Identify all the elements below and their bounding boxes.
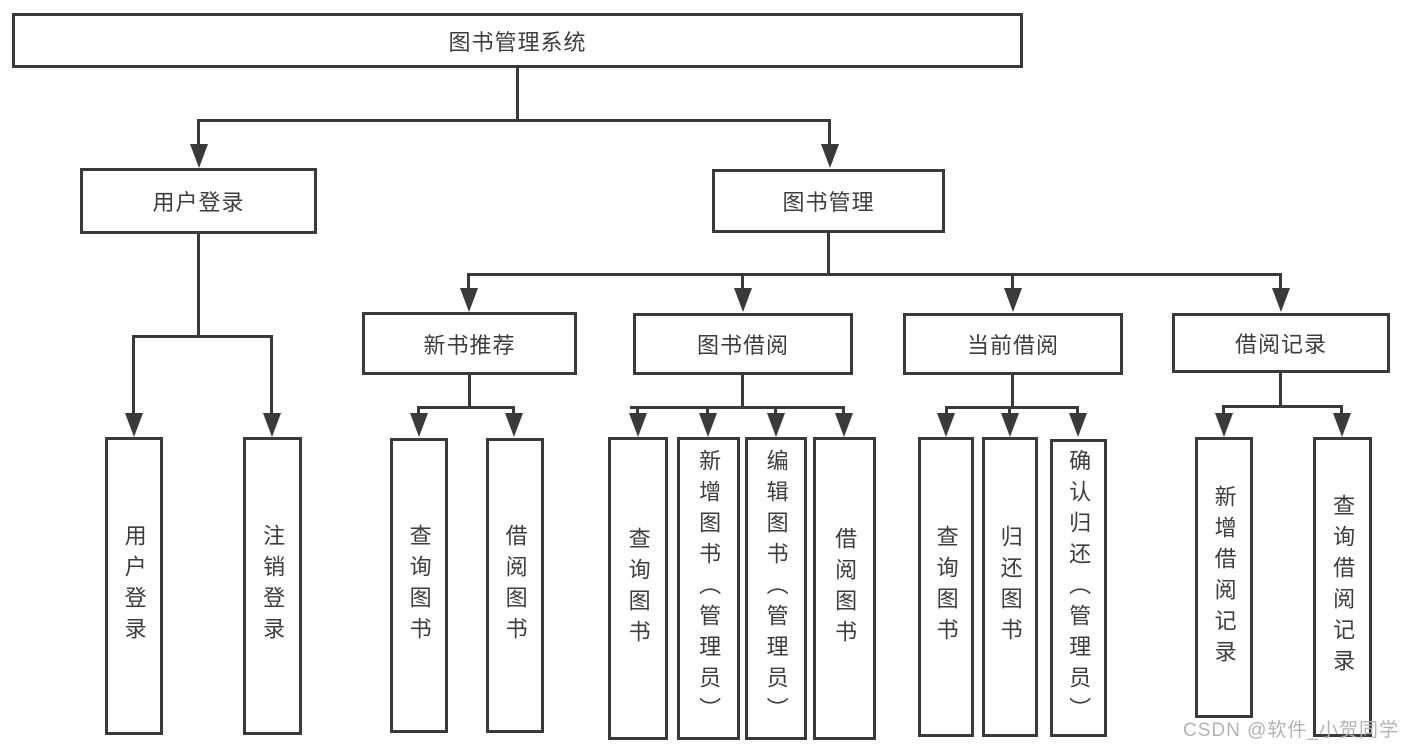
arrow-down-icon — [629, 413, 647, 437]
connector-line — [774, 406, 777, 416]
connector-line — [467, 273, 470, 293]
connector-line — [132, 335, 135, 417]
arrow-down-icon — [125, 413, 143, 437]
connector-line — [197, 119, 200, 149]
node-user-login: 用户登录 — [80, 168, 317, 234]
leaf-borrow-books-2: 借阅图书 — [813, 437, 876, 740]
connector-line — [516, 68, 519, 121]
leaf-add-book-admin: 新增图书（管理员） — [677, 437, 740, 740]
arrow-down-icon — [1069, 413, 1087, 437]
leaf-borrow-books-1: 借阅图书 — [486, 438, 544, 733]
arrow-down-icon — [1215, 413, 1233, 437]
node-book-borrow: 图书借阅 — [633, 313, 853, 375]
connector-line — [132, 335, 273, 338]
connector-line — [827, 233, 830, 275]
leaf-query-borrow-record: 查询借阅记录 — [1313, 437, 1372, 737]
connector-line — [741, 273, 744, 293]
leaf-query-books-2: 查询图书 — [608, 437, 668, 740]
arrow-down-icon — [410, 413, 428, 437]
connector-line — [1011, 375, 1014, 408]
connector-line — [636, 406, 639, 416]
leaf-edit-book-admin: 编辑图书（管理员） — [745, 437, 807, 740]
connector-line — [1008, 406, 1011, 416]
connector-line — [945, 406, 948, 416]
arrow-down-icon — [699, 413, 717, 437]
arrow-down-icon — [1272, 288, 1290, 312]
node-book-mgmt: 图书管理 — [712, 169, 945, 233]
arrow-down-icon — [263, 413, 281, 437]
connector-line — [1011, 273, 1014, 293]
connector-line — [197, 234, 200, 337]
arrow-down-icon — [1333, 413, 1351, 437]
connector-line — [1076, 406, 1079, 416]
connector-line — [741, 375, 744, 408]
watermark: CSDN @软件_小贺同学 — [1183, 720, 1399, 741]
leaf-logout: 注销登录 — [243, 437, 302, 735]
connector-line — [1279, 373, 1282, 407]
connector-line — [842, 406, 845, 416]
leaf-return-books: 归还图书 — [982, 437, 1038, 737]
node-new-books: 新书推荐 — [362, 312, 577, 375]
arrow-down-icon — [505, 413, 523, 437]
connector-line — [197, 119, 831, 122]
arrow-down-icon — [460, 288, 478, 312]
arrow-down-icon — [835, 413, 853, 437]
leaf-add-borrow-record: 新增借阅记录 — [1195, 437, 1253, 718]
connector-line — [1279, 273, 1282, 293]
arrow-down-icon — [767, 413, 785, 437]
arrow-down-icon — [821, 144, 839, 168]
connector-line — [467, 273, 1282, 276]
connector-line — [706, 406, 709, 416]
arrow-down-icon — [1004, 288, 1022, 312]
connector-line — [417, 406, 515, 409]
arrow-down-icon — [1001, 413, 1019, 437]
connector-line — [630, 406, 845, 409]
leaf-query-books-3: 查询图书 — [918, 437, 974, 737]
arrow-down-icon — [190, 144, 208, 168]
connector-line — [512, 406, 515, 416]
node-borrow-records: 借阅记录 — [1172, 313, 1390, 373]
connector-line — [828, 119, 831, 149]
connector-line — [1340, 405, 1343, 417]
node-root: 图书管理系统 — [12, 13, 1023, 68]
leaf-query-books-1: 查询图书 — [390, 438, 448, 733]
connector-line — [945, 406, 1079, 409]
leaf-user-login: 用户登录 — [105, 437, 163, 735]
connector-line — [417, 406, 420, 416]
connector-line — [1222, 405, 1343, 408]
leaf-confirm-return-admin: 确认归还（管理员） — [1050, 439, 1107, 737]
connector-line — [468, 375, 471, 408]
arrow-down-icon — [734, 288, 752, 312]
node-current-borrow: 当前借阅 — [903, 313, 1123, 375]
arrow-down-icon — [937, 413, 955, 437]
connector-line — [1222, 405, 1225, 417]
connector-line — [270, 335, 273, 417]
